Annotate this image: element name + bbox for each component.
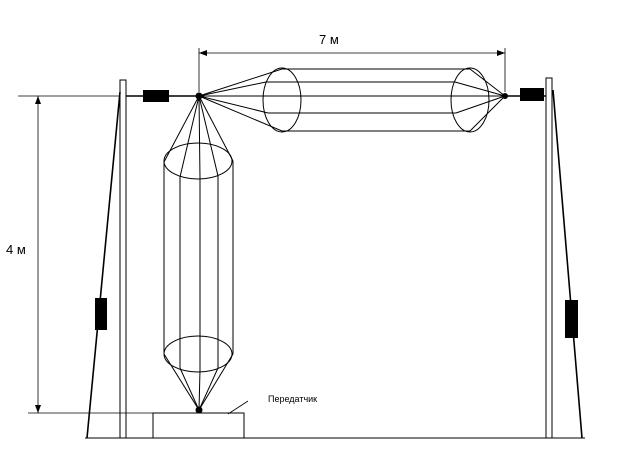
bottom-feed-node <box>195 406 203 414</box>
horizontal-dimension-label: 7 м <box>319 32 339 47</box>
horizontal-cage <box>198 67 506 133</box>
vertical-cage-ring-top <box>163 142 233 180</box>
left-mast <box>86 79 127 439</box>
horizontal-cage-ring-right <box>450 67 490 133</box>
horizontal-cage-ring-left <box>262 67 302 133</box>
horizontal-dimension <box>198 48 506 92</box>
vertical-dimension <box>18 95 199 414</box>
transmitter-label: Передатчик <box>268 394 317 404</box>
transmitter-box <box>152 412 245 439</box>
right-feed-node <box>502 93 508 99</box>
vertical-cage <box>163 95 234 411</box>
vertical-dimension-label: 4 м <box>6 242 26 257</box>
vertical-cage-ring-bottom <box>163 335 233 373</box>
left-guy-insulator <box>95 298 107 330</box>
top-junction-node <box>195 92 203 100</box>
left-top-insulator <box>143 90 169 102</box>
right-top-insulator <box>520 88 544 101</box>
right-mast <box>545 77 583 439</box>
right-guy-insulator <box>565 300 578 338</box>
transmitter-leader <box>227 400 249 415</box>
